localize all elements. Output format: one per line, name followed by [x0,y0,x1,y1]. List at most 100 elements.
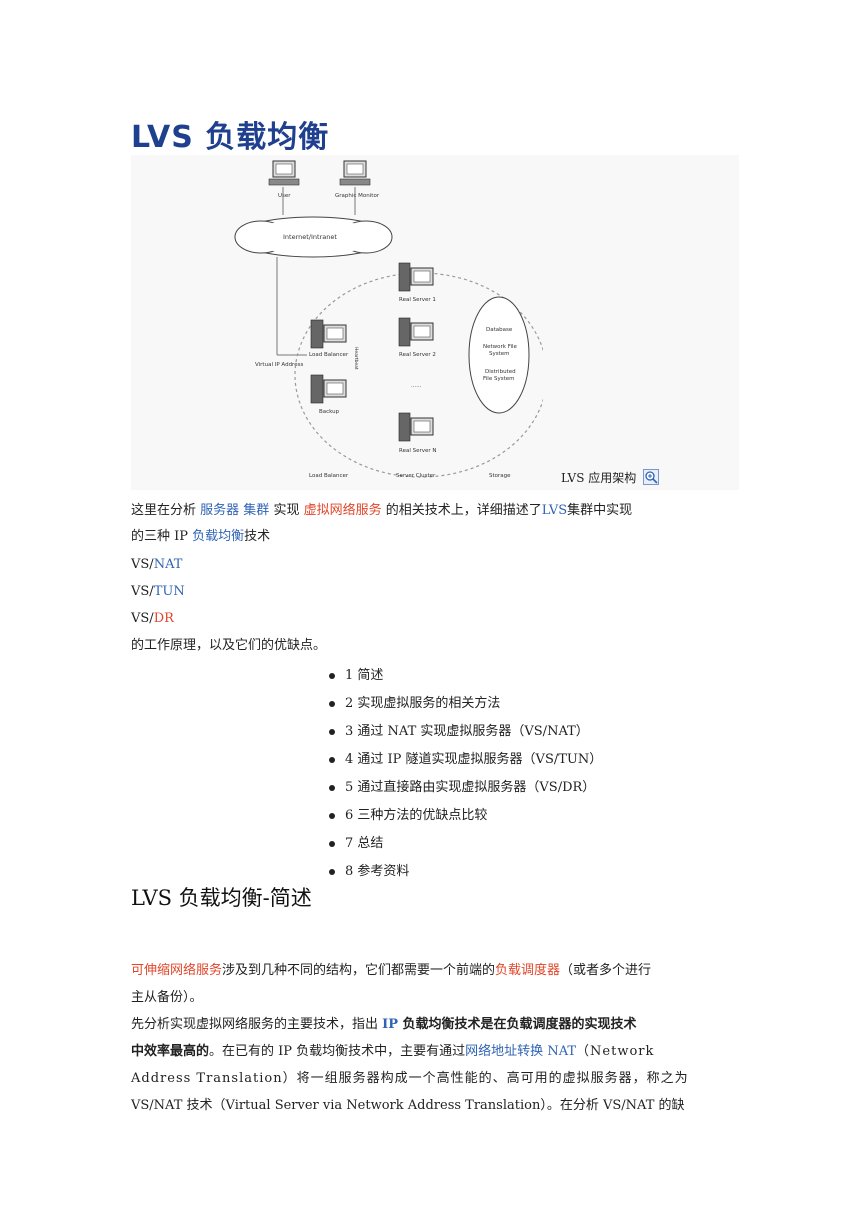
user-computer-icon [268,160,300,186]
text: 涉及到几种不同的结构，它们都需要一个前端的 [222,963,496,978]
intro-line-1: 这里在分析 服务器 集群 实现 虚拟网络服务 的相关技术上，详细描述了LVS集群… [131,498,632,524]
link-lvs[interactable]: LVS [541,503,568,518]
ellipsis-label: ...... [411,383,422,389]
virtual-ip-label: Virtual IP Address [255,362,303,368]
nfs-label-2: System [489,351,510,357]
architecture-figure: User Graphic Monitor Internet/Intranet [131,155,739,490]
internet-label: Internet/Intranet [283,233,337,241]
toc-item[interactable]: 3 通过 NAT 实现虚拟服务器（VS/NAT） [329,718,602,746]
lvs-architecture-diagram: User Graphic Monitor Internet/Intranet [234,160,543,479]
link-load-balancing[interactable]: 负载均衡 [192,529,245,544]
bold-text: 负载均衡技术是在负载调度器的实现技术 [398,1017,637,1032]
text: VS/ [131,557,154,572]
real-server-n-label: Real Server N [399,448,437,454]
section-p2-line-1: 先分析实现虚拟网络服务的主要技术，指出 IP 负载均衡技术是在负载调度器的实现技… [131,1012,637,1038]
section-p2-line-3: Address Translation）将一组服务器构成一个高性能的、高可用的虚… [131,1071,689,1086]
page-title: LVS 负载均衡 [131,120,330,155]
section-p1-line-2: 主从备份）。 [131,990,203,1005]
nfs-label-1: Network File [483,344,518,350]
intro-closing: 的工作原理，以及它们的优缺点。 [131,638,327,653]
internet-cloud-icon [234,216,393,258]
toc-item-label: 6 三种方法的优缺点比较 [345,808,488,823]
bullet-icon [329,840,335,847]
toc-item-label: 5 通过直接路由实现虚拟服务器（VS/DR） [345,780,596,795]
link-nat[interactable]: NAT [153,557,183,572]
load-balancer-server-icon [310,319,347,349]
bottom-storage-label: Storage [489,473,511,479]
dfs-label-1: Distributed [485,369,516,375]
text: （或者多个进行 [560,963,652,978]
bullet-icon [329,812,335,819]
heartbeat-label: Heartbeat [353,347,359,370]
link-dr[interactable]: DR [153,611,174,626]
user-label: User [278,193,291,199]
toc-item-label: 4 通过 IP 隧道实现虚拟服务器（VS/TUN） [345,752,603,767]
real-server-1-icon [398,262,434,292]
link-nat-2[interactable]: NAT [543,1044,577,1059]
toc-item[interactable]: 2 实现虚拟服务的相关方法 [329,690,602,718]
toc-item[interactable]: 5 通过直接路由实现虚拟服务器（VS/DR） [329,774,602,802]
vs-dr-line: VS/DR [131,606,174,632]
vs-nat-line: VS/NAT [131,552,182,578]
text: 的三种 IP [131,529,193,544]
bullet-icon [329,728,335,735]
text: 实现 [269,503,304,518]
backup-label: Backup [319,409,340,415]
toc-item[interactable]: 1 简述 [329,662,602,690]
graphic-monitor-label: Graphic Monitor [335,193,380,199]
text: （Network [576,1044,655,1059]
database-label: Database [486,327,513,333]
link-tun[interactable]: TUN [153,584,185,599]
link-network-address-translation[interactable]: 网络地址转换 [465,1044,544,1059]
bullet-icon [329,700,335,707]
bullet-icon [329,784,335,791]
backup-server-icon [310,374,347,404]
bottom-server-cluster-label: Server Cluster [396,473,436,479]
link-cluster[interactable]: 集群 [243,503,270,518]
table-of-contents: 1 简述 2 实现虚拟服务的相关方法 3 通过 NAT 实现虚拟服务器（VS/N… [329,662,602,886]
bold-text: 中效率最高的 [131,1044,210,1059]
text: 先分析实现虚拟网络服务的主要技术，指出 [131,1017,383,1032]
link-scalable-network-service[interactable]: 可伸缩网络服务 [131,963,223,978]
toc-item-label: 8 参考资料 [345,864,410,879]
section-heading: LVS 负载均衡-简述 [131,886,312,910]
zoom-icon[interactable] [543,469,659,486]
toc-item-label: 3 通过 NAT 实现虚拟服务器（VS/NAT） [345,724,589,739]
real-server-n-icon [398,412,434,442]
toc-item-label: 1 简述 [345,668,384,683]
toc-item[interactable]: 8 参考资料 [329,858,602,886]
bullet-icon [329,868,335,875]
link-load-scheduler[interactable]: 负载调度器 [495,963,561,978]
text: 。在已有的 IP 负载均衡技术中，主要有通过 [209,1044,466,1059]
figure-caption-text: LVS 应用架构 [561,471,637,485]
intro-line-2: 的三种 IP 负载均衡技术 [131,524,270,550]
section-p2-line-4: VS/NAT 技术（Virtual Server via Network Add… [131,1098,685,1113]
text: VS/ [131,611,154,626]
load-balancer-label: Load Balancer [309,352,349,358]
section-p1-line-1: 可伸缩网络服务涉及到几种不同的结构，它们都需要一个前端的负载调度器（或者多个进行 [131,958,651,984]
text: VS/ [131,584,154,599]
toc-item-label: 2 实现虚拟服务的相关方法 [345,696,501,711]
bullet-icon [329,672,335,679]
section-p2-line-2: 中效率最高的。在已有的 IP 负载均衡技术中，主要有通过网络地址转换 NAT（N… [131,1039,654,1065]
bullet-icon [329,756,335,763]
text: 技术 [244,529,271,544]
toc-item[interactable]: 4 通过 IP 隧道实现虚拟服务器（VS/TUN） [329,746,602,774]
real-server-2-icon [398,317,434,347]
toc-item[interactable]: 6 三种方法的优缺点比较 [329,802,602,830]
link-ip[interactable]: IP [382,1017,398,1032]
toc-item-label: 7 总结 [345,836,384,851]
bottom-load-balancer-label: Load Balancer [309,473,349,479]
monitor-computer-icon [339,160,371,186]
text: 集群中实现 [567,503,633,518]
link-server[interactable]: 服务器 [200,503,240,518]
toc-item[interactable]: 7 总结 [329,830,602,858]
figure-caption: LVS 应用架构 [543,469,659,486]
vs-tun-line: VS/TUN [131,579,185,605]
link-virtual-network-service[interactable]: 虚拟网络服务 [303,503,382,518]
text: 这里在分析 [131,503,201,518]
text: 的相关技术上，详细描述了 [381,503,542,518]
dfs-label-2: File System [483,376,514,382]
real-server-2-label: Real Server 2 [399,352,436,358]
real-server-1-label: Real Server 1 [399,297,436,303]
